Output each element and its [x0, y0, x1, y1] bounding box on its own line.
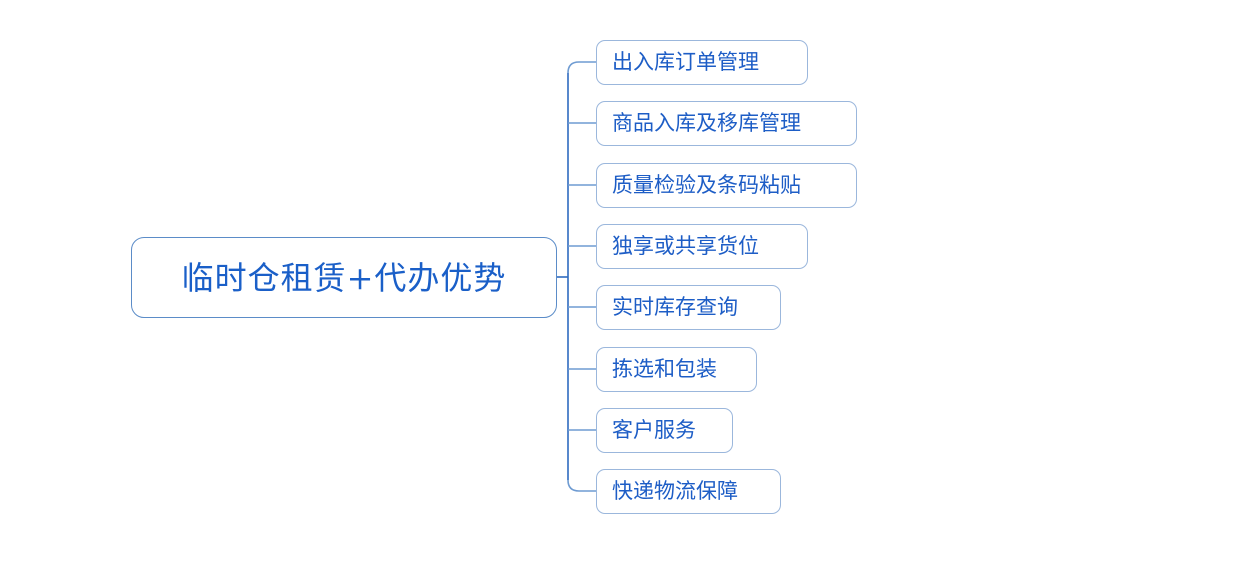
- child-node-label: 出入库订单管理: [612, 49, 759, 74]
- child-node[interactable]: 质量检验及条码粘贴: [596, 162, 857, 208]
- child-node-label: 独享或共享货位: [612, 233, 759, 258]
- child-node[interactable]: 出入库订单管理: [596, 39, 808, 85]
- child-node[interactable]: 拣选和包装: [596, 346, 757, 392]
- child-node-label: 商品入库及移库管理: [612, 110, 801, 135]
- child-node-label: 拣选和包装: [612, 356, 717, 381]
- child-node[interactable]: 商品入库及移库管理: [596, 100, 857, 146]
- root-node[interactable]: 临时仓租赁+代办优势: [131, 237, 557, 318]
- child-node[interactable]: 客户服务: [596, 407, 733, 453]
- child-node-label: 质量检验及条码粘贴: [612, 172, 801, 197]
- connector-path: [567, 61, 596, 74]
- child-node[interactable]: 快递物流保障: [596, 468, 781, 514]
- child-node-label: 快递物流保障: [612, 478, 738, 503]
- child-node[interactable]: 独享或共享货位: [596, 223, 808, 269]
- child-node-label: 实时库存查询: [612, 294, 738, 319]
- root-node-label: 临时仓租赁+代办优势: [181, 258, 507, 297]
- child-node[interactable]: 实时库存查询: [596, 284, 781, 330]
- connector-path: [567, 479, 596, 492]
- child-node-label: 客户服务: [612, 417, 696, 442]
